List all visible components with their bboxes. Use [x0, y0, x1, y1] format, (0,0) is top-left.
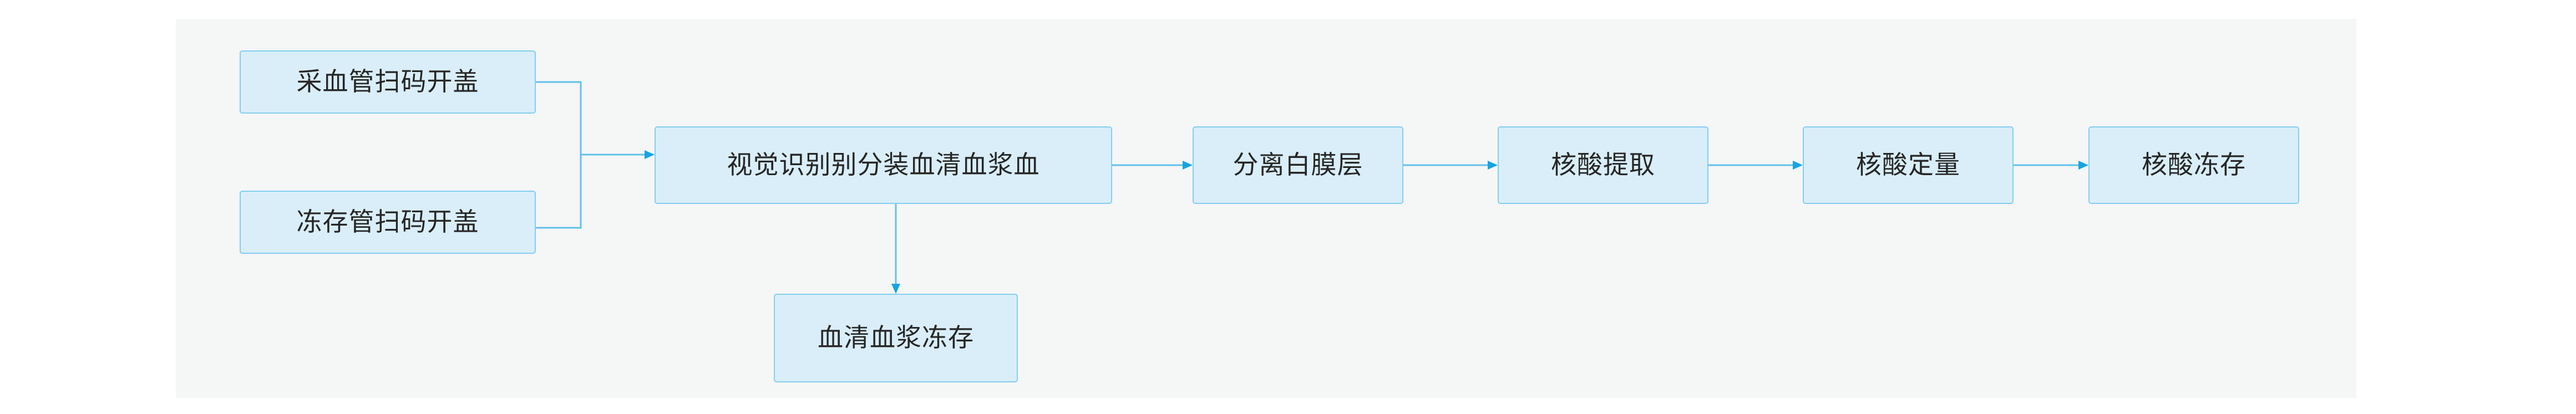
- node-nucleic-acid-quantification[interactable]: 核酸定量: [1803, 126, 2014, 204]
- connector-quantify-to-freeze: [2014, 155, 2088, 175]
- node-blood-tube-scan[interactable]: 采血管扫码开盖: [240, 50, 536, 114]
- node-nucleic-acid-cryostorage[interactable]: 核酸冻存: [2088, 126, 2299, 204]
- connector-scan-to-vision: [536, 50, 655, 259]
- connector-extract-to-quantify: [1708, 155, 1803, 175]
- node-serum-plasma-cryostorage[interactable]: 血清血浆冻存: [774, 294, 1018, 382]
- connector-separate-to-extract: [1403, 155, 1498, 175]
- node-vision-aliquot[interactable]: 视觉识别别分装血清血浆血: [655, 126, 1112, 204]
- node-separate-buffy-coat[interactable]: 分离白膜层: [1193, 126, 1403, 204]
- node-nucleic-acid-extraction[interactable]: 核酸提取: [1498, 126, 1708, 204]
- connector-vision-to-serum-freeze: [885, 204, 907, 294]
- node-cryo-tube-scan[interactable]: 冻存管扫码开盖: [240, 191, 536, 254]
- flowchart-canvas: 采血管扫码开盖 冻存管扫码开盖 视觉识别别分装血清血浆血 分离白膜层 核酸提取 …: [176, 19, 2356, 398]
- connector-vision-to-separate: [1112, 155, 1193, 175]
